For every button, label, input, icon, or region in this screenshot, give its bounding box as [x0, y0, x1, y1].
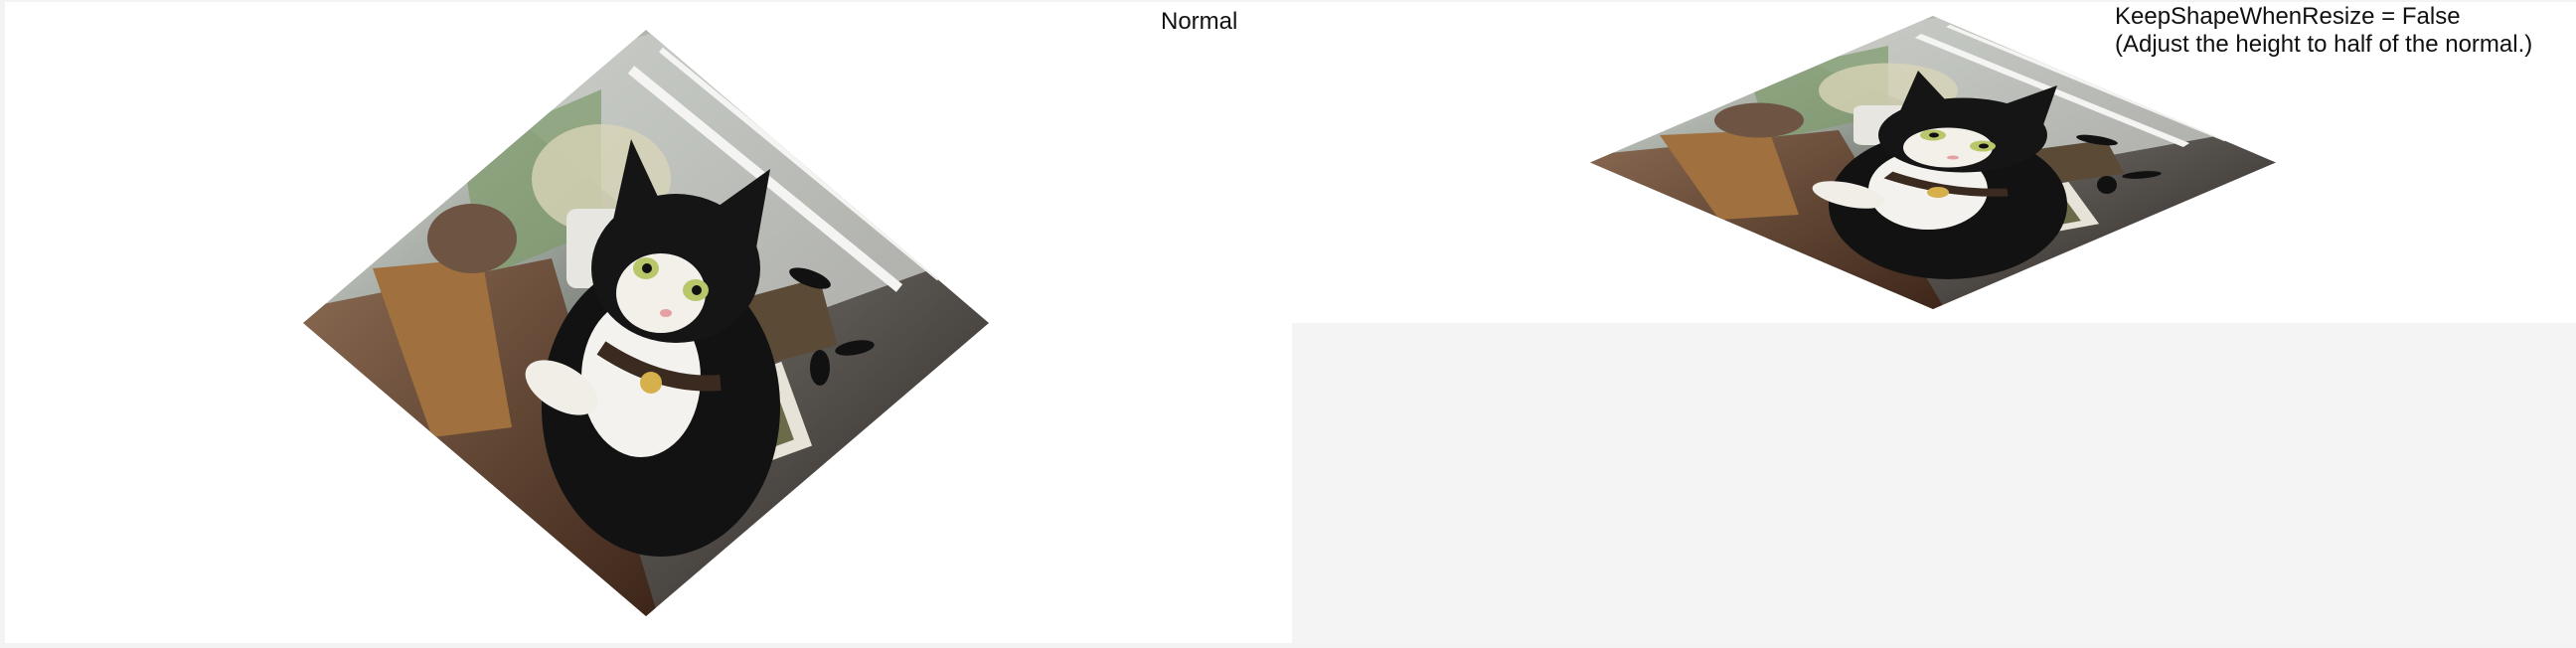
empty-panel: [1292, 323, 2576, 643]
photo-content: [303, 30, 989, 616]
normal-caption: Normal: [1161, 8, 1238, 35]
resized-caption-note: (Adjust the height to half of the normal…: [2115, 31, 2533, 58]
resized-caption-title: KeepShapeWhenResize = False: [2115, 3, 2461, 30]
cat-picture-resized[interactable]: [1590, 16, 2276, 309]
photo-content: [1590, 16, 2276, 309]
cat-picture-normal[interactable]: [303, 30, 989, 616]
